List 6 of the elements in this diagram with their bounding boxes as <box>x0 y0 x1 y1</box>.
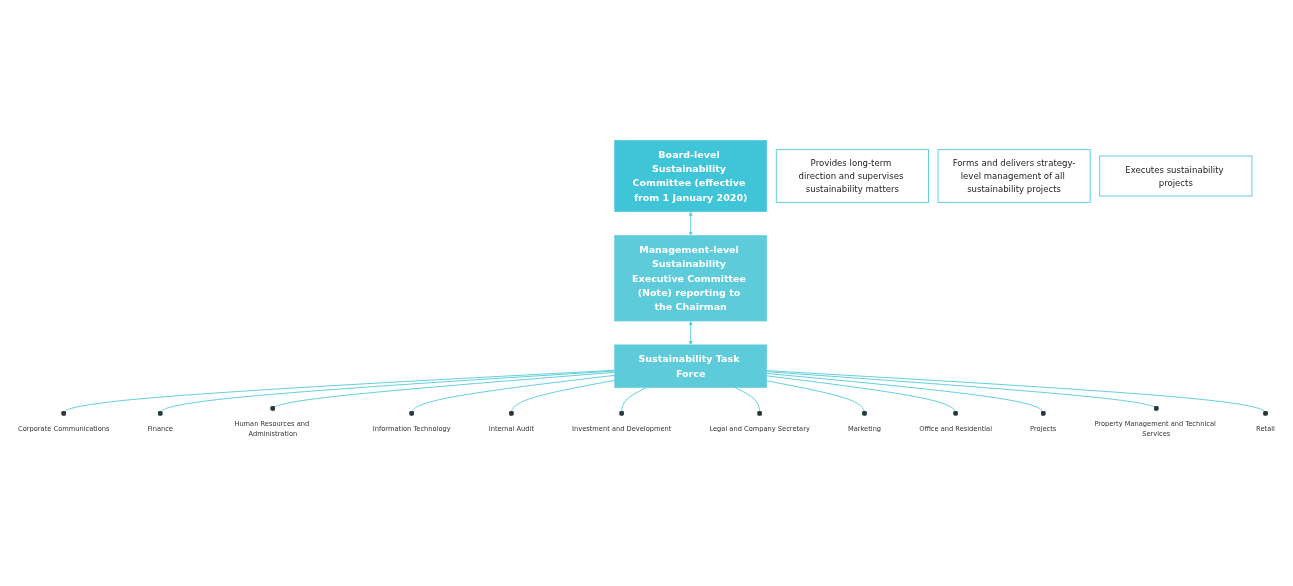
node-box: Forms and delivers strategy-level management of all sustainability projects <box>937 149 1091 203</box>
node-box: Management-level Sustainability Executive Committee (Note) reporting to the Chairman <box>614 235 767 322</box>
node-box: Sustainability Task Force <box>614 344 767 388</box>
node-box: Board-level Sustainability Committee (effective from 1 January 2020) <box>614 140 767 212</box>
node-box: Provides long-term direction and supervises sustainability matters <box>775 149 929 203</box>
node-box: Executes sustainability projects <box>1099 155 1253 197</box>
